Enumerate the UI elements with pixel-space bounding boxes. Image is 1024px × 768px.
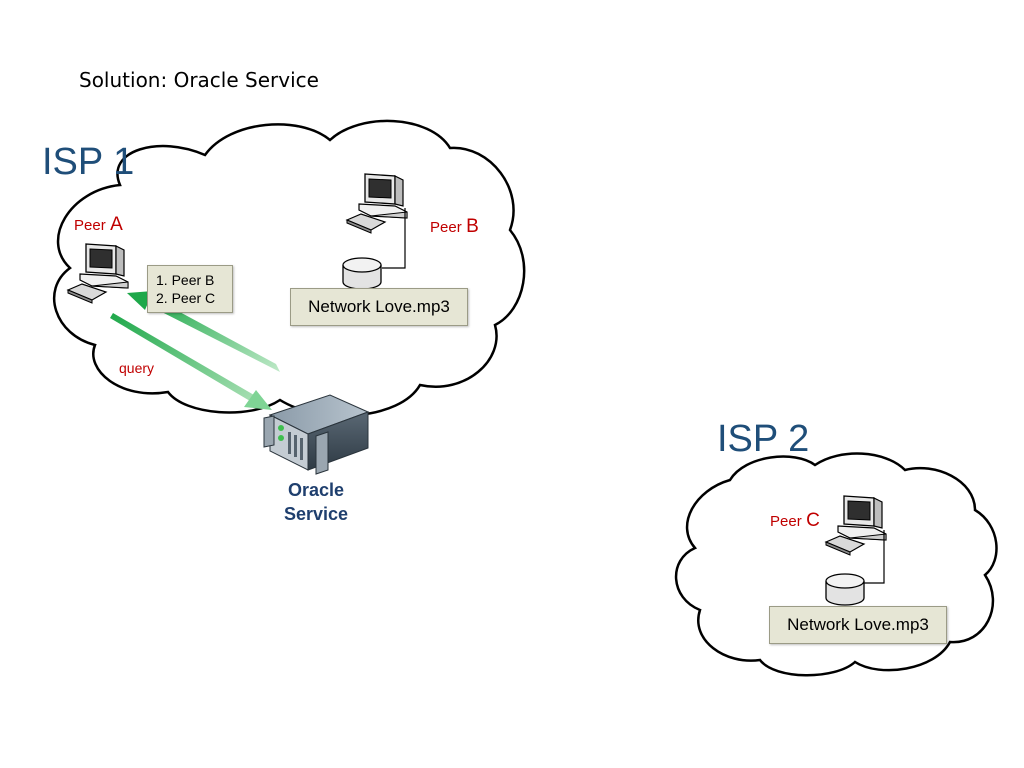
peer-list-box: 1. Peer B 2. Peer C bbox=[147, 265, 233, 313]
response-arrow-icon bbox=[148, 297, 280, 372]
peer-b-file-label: Network Love.mp3 bbox=[290, 288, 468, 326]
isp1-label: ISP 1 bbox=[42, 141, 135, 183]
peer-b-letter: B bbox=[466, 216, 479, 237]
peer-a-label: Peer A bbox=[74, 215, 123, 234]
response-arrowhead-icon bbox=[127, 291, 153, 310]
isp1-cloud-icon bbox=[53, 119, 526, 417]
peer-list-item: 1. Peer B bbox=[156, 272, 215, 288]
peer-c-letter: C bbox=[806, 510, 820, 531]
peer-c-disk-icon bbox=[825, 573, 865, 606]
peer-a-word: Peer bbox=[74, 217, 106, 234]
oracle-label-line2: Service bbox=[283, 504, 349, 524]
peer-b-word: Peer bbox=[430, 219, 462, 236]
peer-list-item: 2. Peer C bbox=[156, 290, 216, 306]
isp2-label: ISP 2 bbox=[717, 418, 810, 460]
peer-a-letter: A bbox=[110, 214, 123, 235]
query-arrow-icon bbox=[110, 313, 254, 401]
oracle-service-label: Oracle Service bbox=[254, 478, 378, 526]
peer-b-disk-icon bbox=[342, 257, 382, 290]
query-label: query bbox=[119, 360, 155, 376]
peer-c-word: Peer bbox=[770, 513, 802, 530]
query-arrowhead-icon bbox=[244, 390, 272, 410]
slide-title: Solution: Oracle Service bbox=[79, 68, 319, 92]
peer-b-label: Peer B bbox=[430, 217, 479, 236]
peer-c-connector bbox=[863, 530, 885, 584]
peer-c-label: Peer C bbox=[770, 511, 820, 530]
oracle-server-icon bbox=[263, 394, 370, 475]
peer-c-file-label: Network Love.mp3 bbox=[769, 606, 947, 644]
peer-b-connector bbox=[382, 208, 406, 269]
oracle-label-line1: Oracle bbox=[287, 480, 345, 500]
